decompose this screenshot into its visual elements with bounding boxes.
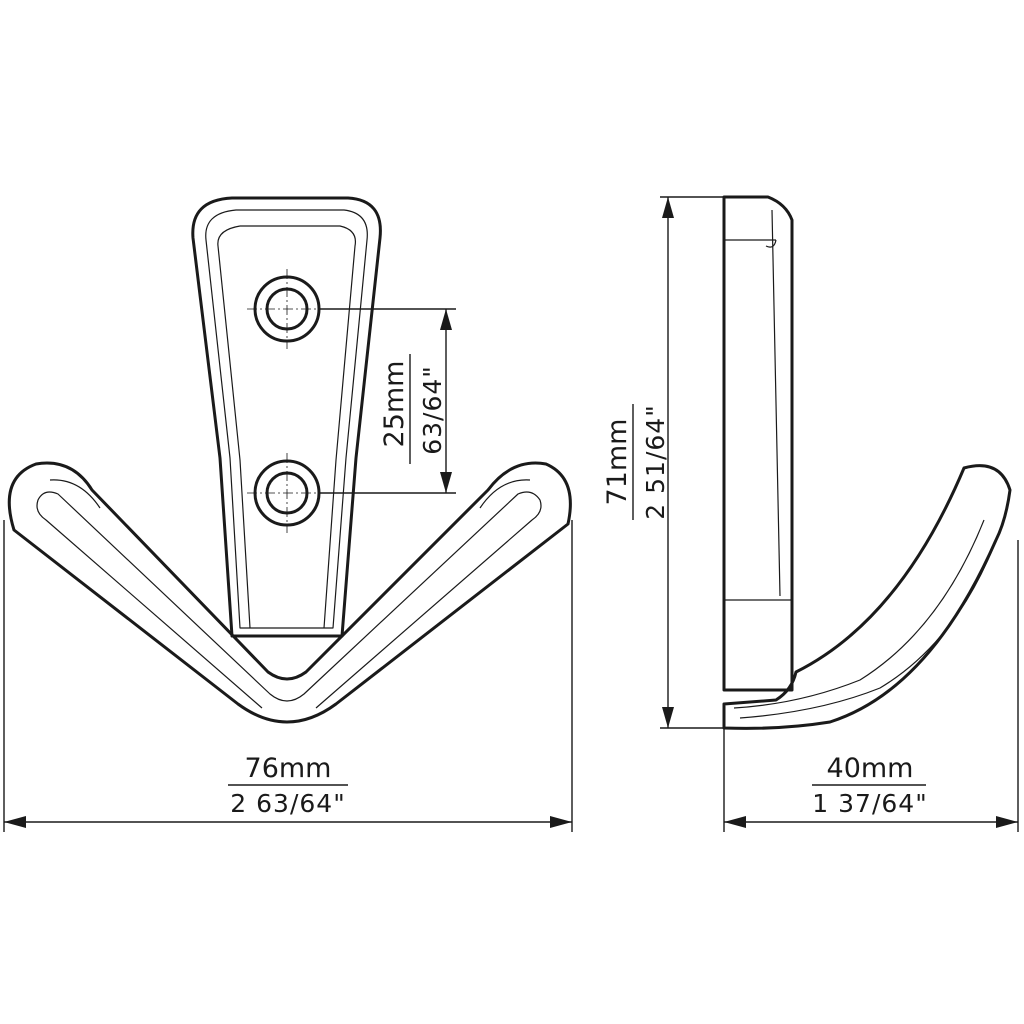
width-imperial-label: 2 63/64" <box>230 789 345 818</box>
hook-arms-outline <box>7 461 572 724</box>
hook-arms-inner-line-2 <box>49 479 531 509</box>
back-plate-outline <box>191 196 382 638</box>
side-plate-outline <box>722 195 794 692</box>
screw-hole-top <box>247 269 327 349</box>
side-hook-outline <box>722 464 1012 730</box>
back-plate-inner-line-2 <box>217 225 357 629</box>
height-dimension <box>632 196 724 729</box>
hole-spacing-metric-label: 25mm <box>379 361 410 448</box>
depth-dimension <box>723 540 1019 832</box>
hook-arms-inner-line <box>36 491 542 709</box>
depth-imperial-label: 1 37/64" <box>812 789 927 818</box>
depth-metric-label: 40mm <box>827 753 914 784</box>
hole-spacing-dimension <box>320 308 456 494</box>
height-metric-label: 71mm <box>602 419 633 506</box>
side-hook-inner-line <box>733 519 1001 719</box>
side-plate-inner-line <box>724 209 792 601</box>
hole-spacing-imperial-label: 63/64" <box>418 365 447 455</box>
screw-hole-bottom <box>247 453 327 533</box>
back-plate-inner-line <box>205 209 368 629</box>
width-dimension <box>3 520 573 832</box>
height-imperial-label: 2 51/64" <box>641 404 670 519</box>
front-view <box>3 196 573 832</box>
width-metric-label: 76mm <box>245 753 332 784</box>
side-view <box>632 195 1019 832</box>
